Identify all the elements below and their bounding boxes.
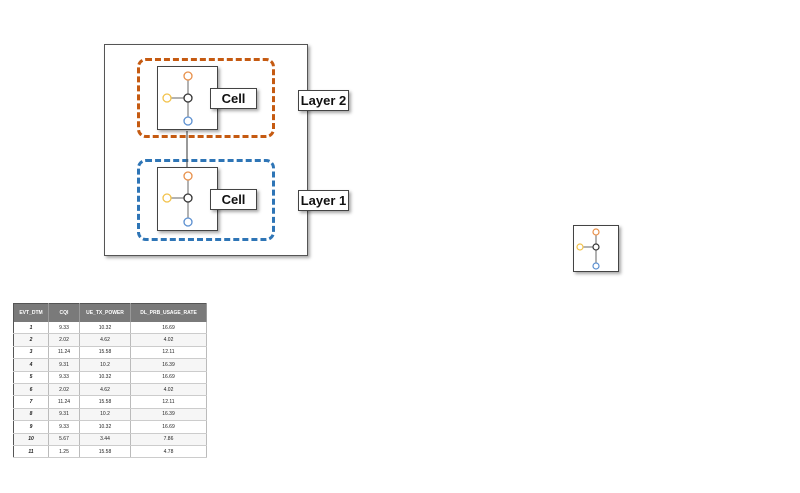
table-cell: 2.02 [48, 333, 80, 347]
table-cell: 2.02 [48, 383, 80, 397]
table-cell: 5.67 [48, 433, 80, 446]
node-bottom-circle [183, 217, 193, 227]
standalone-cell-box [573, 225, 619, 272]
table-cell: 4.62 [79, 333, 131, 347]
layer-2-label: Layer 2 [298, 90, 349, 111]
node-bottom-circle [592, 262, 600, 270]
cell-box-layer-1 [157, 167, 218, 231]
table-cell: 10.2 [79, 408, 131, 422]
table-cell: 16.69 [130, 371, 207, 384]
layer-1-label: Layer 1 [298, 190, 349, 211]
cell-label-layer-2: Cell [210, 88, 257, 109]
table-cell: 9.33 [48, 420, 80, 434]
table-cell: 16.69 [130, 322, 207, 335]
table-header-row: EVT_DTM CQI UE_TX_POWER DL_PRB_USAGE_RAT… [13, 303, 207, 322]
table-cell: 11.24 [48, 395, 80, 409]
node-bottom-circle [183, 116, 193, 126]
table-cell: 4.78 [130, 445, 207, 459]
node-top-circle [183, 171, 193, 181]
layer-2-container [137, 58, 275, 138]
table-cell: 2 [13, 333, 49, 347]
table-cell: 11 [13, 445, 49, 459]
node-left-circle [162, 193, 172, 203]
node-left-circle [162, 93, 172, 103]
node-center-circle [592, 243, 600, 251]
layer-1-container [137, 159, 275, 241]
cell-node-icon [576, 228, 600, 270]
table-cell: 9.31 [48, 408, 80, 422]
node-left-circle [576, 243, 584, 251]
table-cell: 4.02 [130, 333, 207, 347]
table-cell: 16.39 [130, 408, 207, 422]
layer-2-label-text: Layer 2 [300, 93, 347, 108]
column-header: CQI [48, 303, 80, 322]
data-table: EVT_DTM CQI UE_TX_POWER DL_PRB_USAGE_RAT… [13, 303, 207, 459]
table-cell: 4.02 [130, 383, 207, 397]
layer-1-label-text: Layer 1 [300, 193, 347, 208]
table-cell: 5 [13, 371, 49, 384]
table-cell: 1 [13, 322, 49, 335]
cell-label-text: Cell [221, 91, 246, 106]
table-cell: 3.44 [79, 433, 131, 446]
node-top-circle [183, 71, 193, 81]
table-cell: 10.32 [79, 420, 131, 434]
table-cell: 10.32 [79, 371, 131, 384]
table-cell: 4 [13, 358, 49, 372]
table-cell: 8 [13, 408, 49, 422]
cell-label-text: Cell [221, 192, 246, 207]
table-cell: 12.11 [130, 395, 207, 409]
table-cell: 4.62 [79, 383, 131, 397]
table-cell: 10.32 [79, 322, 131, 335]
column-header: UE_TX_POWER [79, 303, 131, 322]
table-cell: 9 [13, 420, 49, 434]
column-header: EVT_DTM [13, 303, 49, 322]
table-cell: 9.31 [48, 358, 80, 372]
cell-node-icon [162, 71, 193, 126]
node-top-circle [592, 228, 600, 236]
cell-node-icon [162, 171, 193, 227]
table-cell: 16.69 [130, 420, 207, 434]
cell-box-layer-2 [157, 66, 218, 130]
table-cell: 15.58 [79, 445, 131, 459]
table-cell: 6 [13, 383, 49, 397]
table-cell: 9.33 [48, 371, 80, 384]
table-cell: 10 [13, 433, 49, 446]
table-cell: 15.58 [79, 395, 131, 409]
cell-label-layer-1: Cell [210, 189, 257, 210]
node-center-circle [183, 193, 193, 203]
table-cell: 15.58 [79, 346, 131, 360]
column-header: DL_PRB_USAGE_RATE [130, 303, 207, 322]
table-cell: 7 [13, 395, 49, 409]
table-cell: 7.86 [130, 433, 207, 446]
table-cell: 16.39 [130, 358, 207, 372]
table-cell: 9.33 [48, 322, 80, 335]
table-cell: 10.2 [79, 358, 131, 372]
table-cell: 1.25 [48, 445, 80, 459]
node-center-circle [183, 93, 193, 103]
table-cell: 12.11 [130, 346, 207, 360]
table-cell: 3 [13, 346, 49, 360]
table-cell: 11.24 [48, 346, 80, 360]
